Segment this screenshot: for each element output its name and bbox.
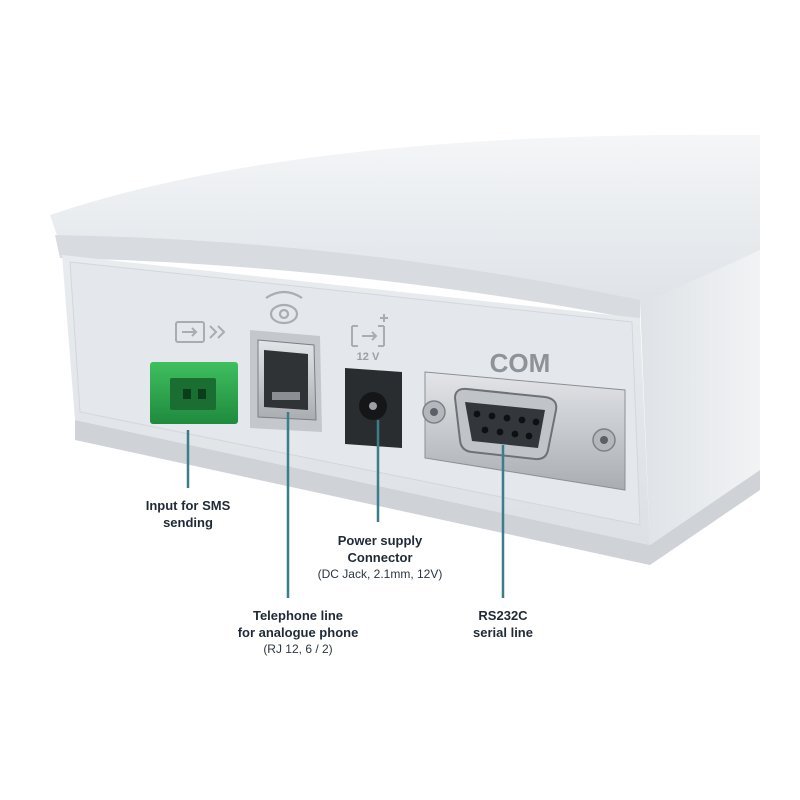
callout-telephone-line: Telephone line for analogue phone (RJ 12…: [218, 607, 378, 658]
telephone-label-line2: for analogue phone: [237, 625, 359, 640]
sms-terminal: [150, 362, 238, 424]
terminal-pin: [198, 389, 206, 399]
terminal-opening: [170, 378, 216, 410]
lid-lip: [55, 235, 640, 320]
db9-connector-icon: [422, 371, 626, 491]
db9-pins: [473, 410, 540, 440]
callout-sms-input: Input for SMS sending: [118, 497, 258, 531]
callout-rs232: RS232C serial line: [443, 607, 563, 641]
rs232-label-line1: RS232C: [478, 608, 528, 623]
com-port-label: COM: [490, 348, 551, 378]
rs232-label-line2: serial line: [473, 625, 533, 640]
sms-label-line2: sending: [163, 515, 213, 530]
db9-screw-hole: [430, 408, 438, 416]
callout-power-supply: Power supply Connector (DC Jack, 2.1mm, …: [300, 532, 460, 583]
telephone-label-line3: (RJ 12, 6 / 2): [263, 642, 333, 656]
dc-jack-pin: [369, 402, 377, 410]
sms-label-line1: Input for SMS: [145, 498, 231, 513]
rj12-port: [250, 330, 322, 432]
telephone-icon: [265, 290, 303, 325]
device-side: [640, 250, 760, 545]
db9-insert: [465, 402, 545, 448]
dc-jack: [345, 368, 402, 448]
sms-input-icon: [175, 321, 226, 343]
power-label-line1: Power supply: [337, 533, 423, 548]
db9-screw-hole: [600, 436, 608, 444]
device-lid: [50, 134, 760, 305]
telephone-label-line1: Telephone line: [252, 608, 344, 623]
power-voltage-text: 12 V: [357, 351, 380, 363]
terminal-pin: [183, 389, 191, 399]
rj12-contacts: [272, 392, 300, 400]
power-label-line3: (DC Jack, 2.1mm, 12V): [317, 567, 443, 581]
dc-power-icon: [351, 314, 388, 347]
rj12-socket: [264, 350, 308, 410]
power-label-line2: Connector: [347, 550, 413, 565]
callout-leaders: [186, 412, 505, 598]
